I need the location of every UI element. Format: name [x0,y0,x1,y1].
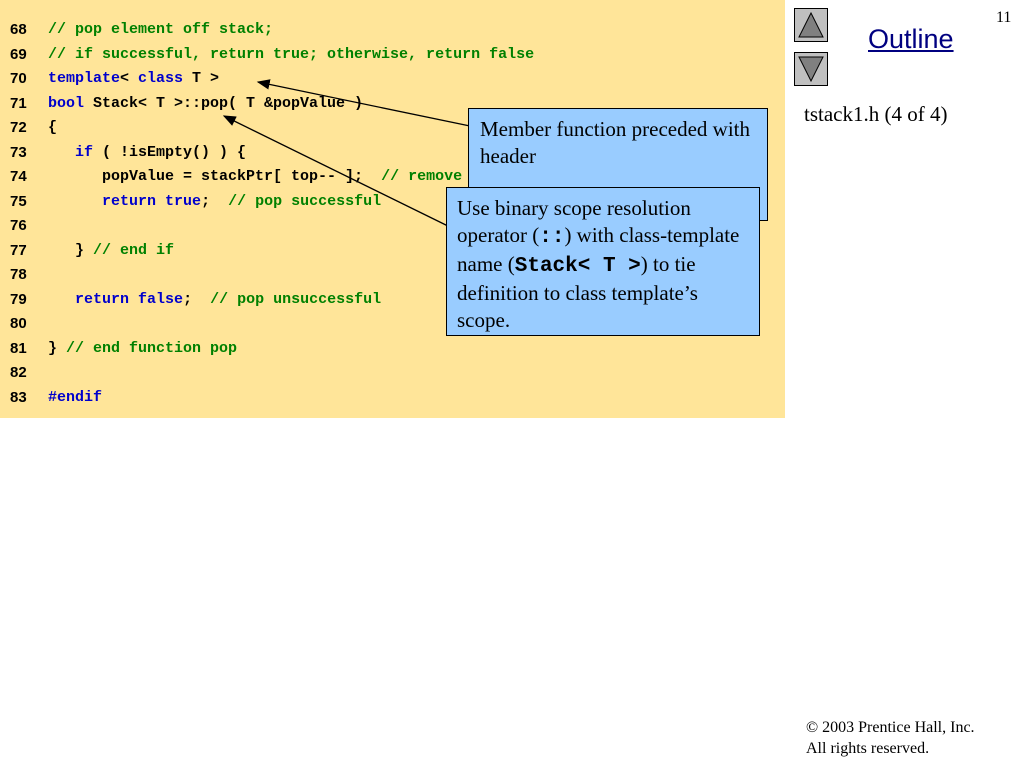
code-token: ( !isEmpty() ) { [93,143,247,161]
code-token [156,193,165,210]
line-number: 70 [10,70,27,87]
next-slide-button[interactable] [794,52,828,86]
callout-scope-code-2: Stack< T > [514,255,641,278]
code-token: // pop unsuccessful [210,290,382,308]
line-number: 72 [10,119,27,136]
code-token: template [48,70,121,87]
file-label: tstack1.h (4 of 4) [804,102,948,126]
code-token: // end function pop [66,339,238,357]
code-token [48,291,75,308]
code-token: bool [48,94,85,112]
code-text: #endif [48,386,102,410]
code-token: popValue = stackPtr[ top-- ]; [48,168,382,185]
code-text: bool Stack< T >::pop( T &popValue ) [48,92,363,116]
line-number: 75 [10,192,27,210]
code-text: // if successful, return true; otherwise… [48,43,534,67]
code-token: return [102,192,157,210]
code-token [48,144,75,161]
code-token: ; [183,290,211,308]
code-text: // pop element off stack; [48,18,273,42]
previous-slide-button[interactable] [794,8,828,42]
triangle-down-icon [798,56,824,82]
code-token: if [75,143,94,161]
code-text: } // end if [48,239,174,263]
line-number: 78 [10,266,27,283]
code-text: } // end function pop [48,337,237,361]
code-token: #endif [48,388,103,406]
code-token: // pop element off stack; [48,21,274,38]
callout-header-text: Member function preceded with header [480,117,750,168]
line-number: 76 [10,217,27,234]
callout-scope-text-3: ) to tie definition to class template’s … [457,252,698,332]
code-text: if ( !isEmpty() ) { [48,141,246,165]
code-token: true [165,192,202,210]
outline-link[interactable]: Outline [868,24,954,54]
line-number: 81 [10,339,27,357]
line-number: 68 [10,21,27,38]
code-token: } [48,339,67,357]
code-token: } [48,241,94,259]
copyright-footer: © 2003 Prentice Hall, Inc. All rights re… [806,717,975,759]
line-number: 79 [10,290,27,308]
code-token [48,193,102,210]
line-number: 73 [10,143,27,161]
code-token: < [120,70,139,87]
line-number: 71 [10,94,27,112]
line-number: 80 [10,315,27,332]
callout-scope-text-2: ) with class-template name ( [457,223,740,276]
line-number: 77 [10,241,27,259]
page-number: 11 [996,9,1012,26]
line-number: 69 [10,45,27,63]
code-token: { [48,119,58,136]
code-token: Stack< T >::pop( T &popValue ) [84,94,364,112]
code-text: return false; // pop unsuccessful [48,288,381,312]
callout-scope-code-1: :: [539,226,565,249]
code-token: // pop successful [228,192,382,210]
code-token [129,291,138,308]
code-text: popValue = stackPtr[ top-- ]; // remove … [48,165,507,189]
callout-scope-resolution: Use binary scope resolution operator (::… [446,187,760,336]
code-token: T > [183,70,220,87]
code-token: class [138,70,184,87]
callout-scope-text-1: Use binary scope resolution operator ( [457,196,691,247]
code-text: { [48,116,57,140]
line-number: 82 [10,364,27,381]
line-number: 83 [10,388,27,406]
triangle-up-icon [798,12,824,38]
rights-text: All rights reserved. [806,740,930,757]
code-token: // end if [93,241,175,259]
code-token: false [138,290,184,308]
copyright-text: © 2003 Prentice Hall, Inc. [806,719,975,736]
code-token: ; [201,192,229,210]
code-text: return true; // pop successful [48,190,381,214]
code-token: return [75,290,130,308]
line-number: 74 [10,168,27,185]
code-text: template< class T > [48,67,219,91]
code-token: // if successful, return true; otherwise… [48,45,535,63]
